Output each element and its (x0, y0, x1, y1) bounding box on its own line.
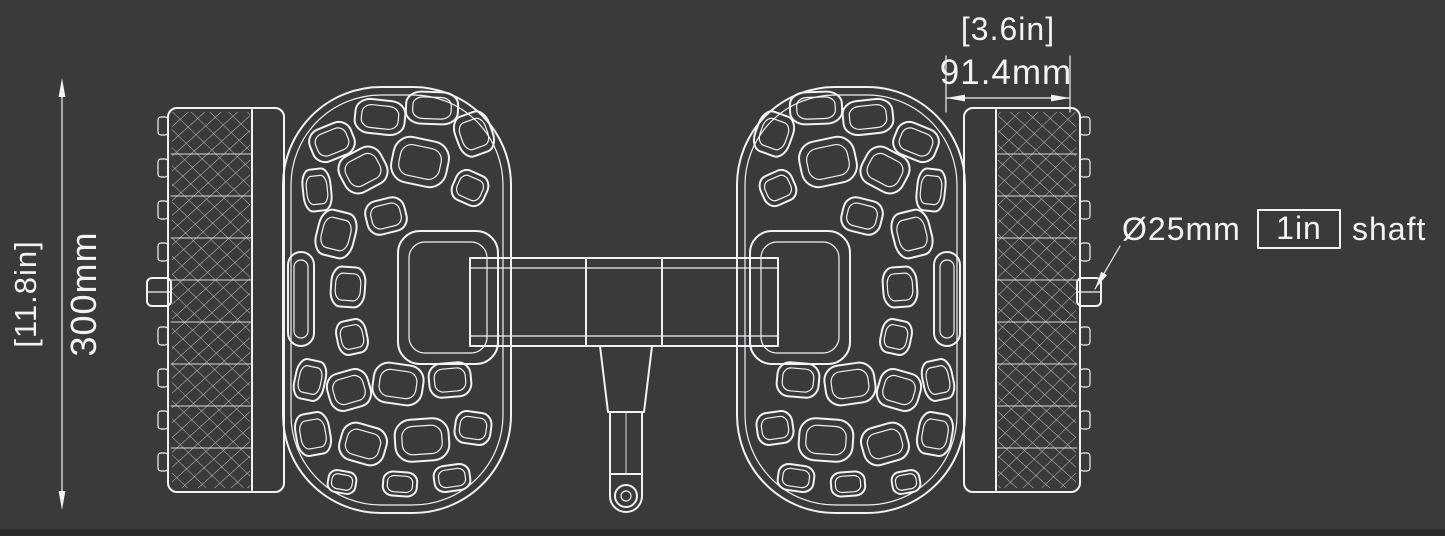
axle-assembly (469, 257, 779, 347)
basic-dimension-box (1257, 209, 1341, 249)
arrow-down-icon (58, 491, 66, 510)
width-inches-label: [3.6in] (961, 11, 1055, 47)
arrow-up-icon (58, 78, 66, 97)
leader-arrow-icon (1095, 271, 1107, 289)
shaft-label-prefix: Ø25mm (1122, 211, 1241, 247)
width-mm-label: 91.4mm (940, 53, 1072, 92)
shaft-callout: Ø25mm 1in shaft (1094, 209, 1426, 290)
right-wheel (737, 87, 1101, 513)
height-mm-label: 300mm (63, 231, 104, 356)
width-dimension: [3.6in] 91.4mm (940, 11, 1072, 113)
height-dimension: [11.8in] 300mm (8, 78, 104, 510)
arrow-left-icon (946, 94, 965, 102)
center-fork (599, 345, 653, 513)
left-wheel (147, 87, 511, 513)
arrow-right-icon (1051, 94, 1070, 102)
bottom-edge-shade (0, 529, 1445, 536)
shaft-label-boxed: 1in (1276, 210, 1322, 246)
height-inches-label: [11.8in] (8, 240, 43, 347)
shaft-label-suffix: shaft (1352, 211, 1426, 247)
